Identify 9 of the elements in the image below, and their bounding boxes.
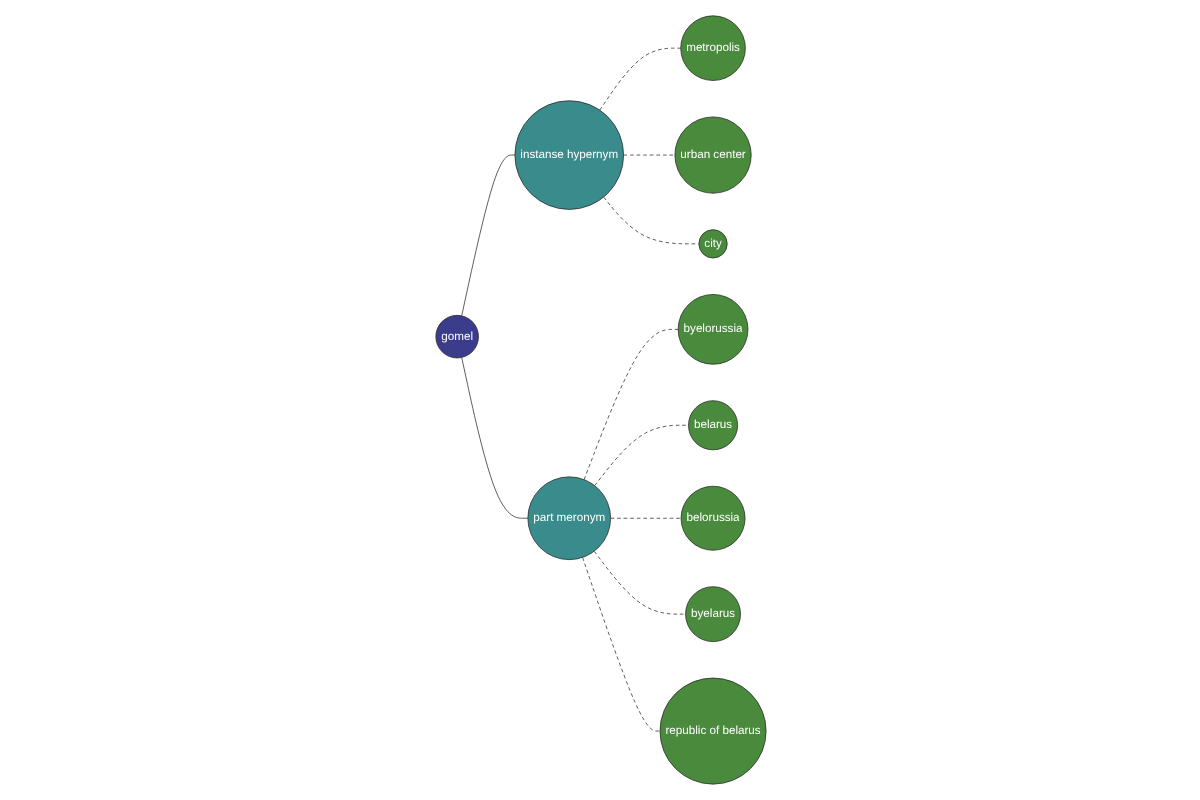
connector xyxy=(582,329,678,480)
connector xyxy=(622,154,675,156)
connector xyxy=(581,557,660,732)
connector xyxy=(609,517,681,519)
connector xyxy=(593,424,688,486)
connector xyxy=(460,154,515,317)
connector xyxy=(592,550,685,615)
connector xyxy=(602,196,699,245)
connector xyxy=(460,357,528,519)
